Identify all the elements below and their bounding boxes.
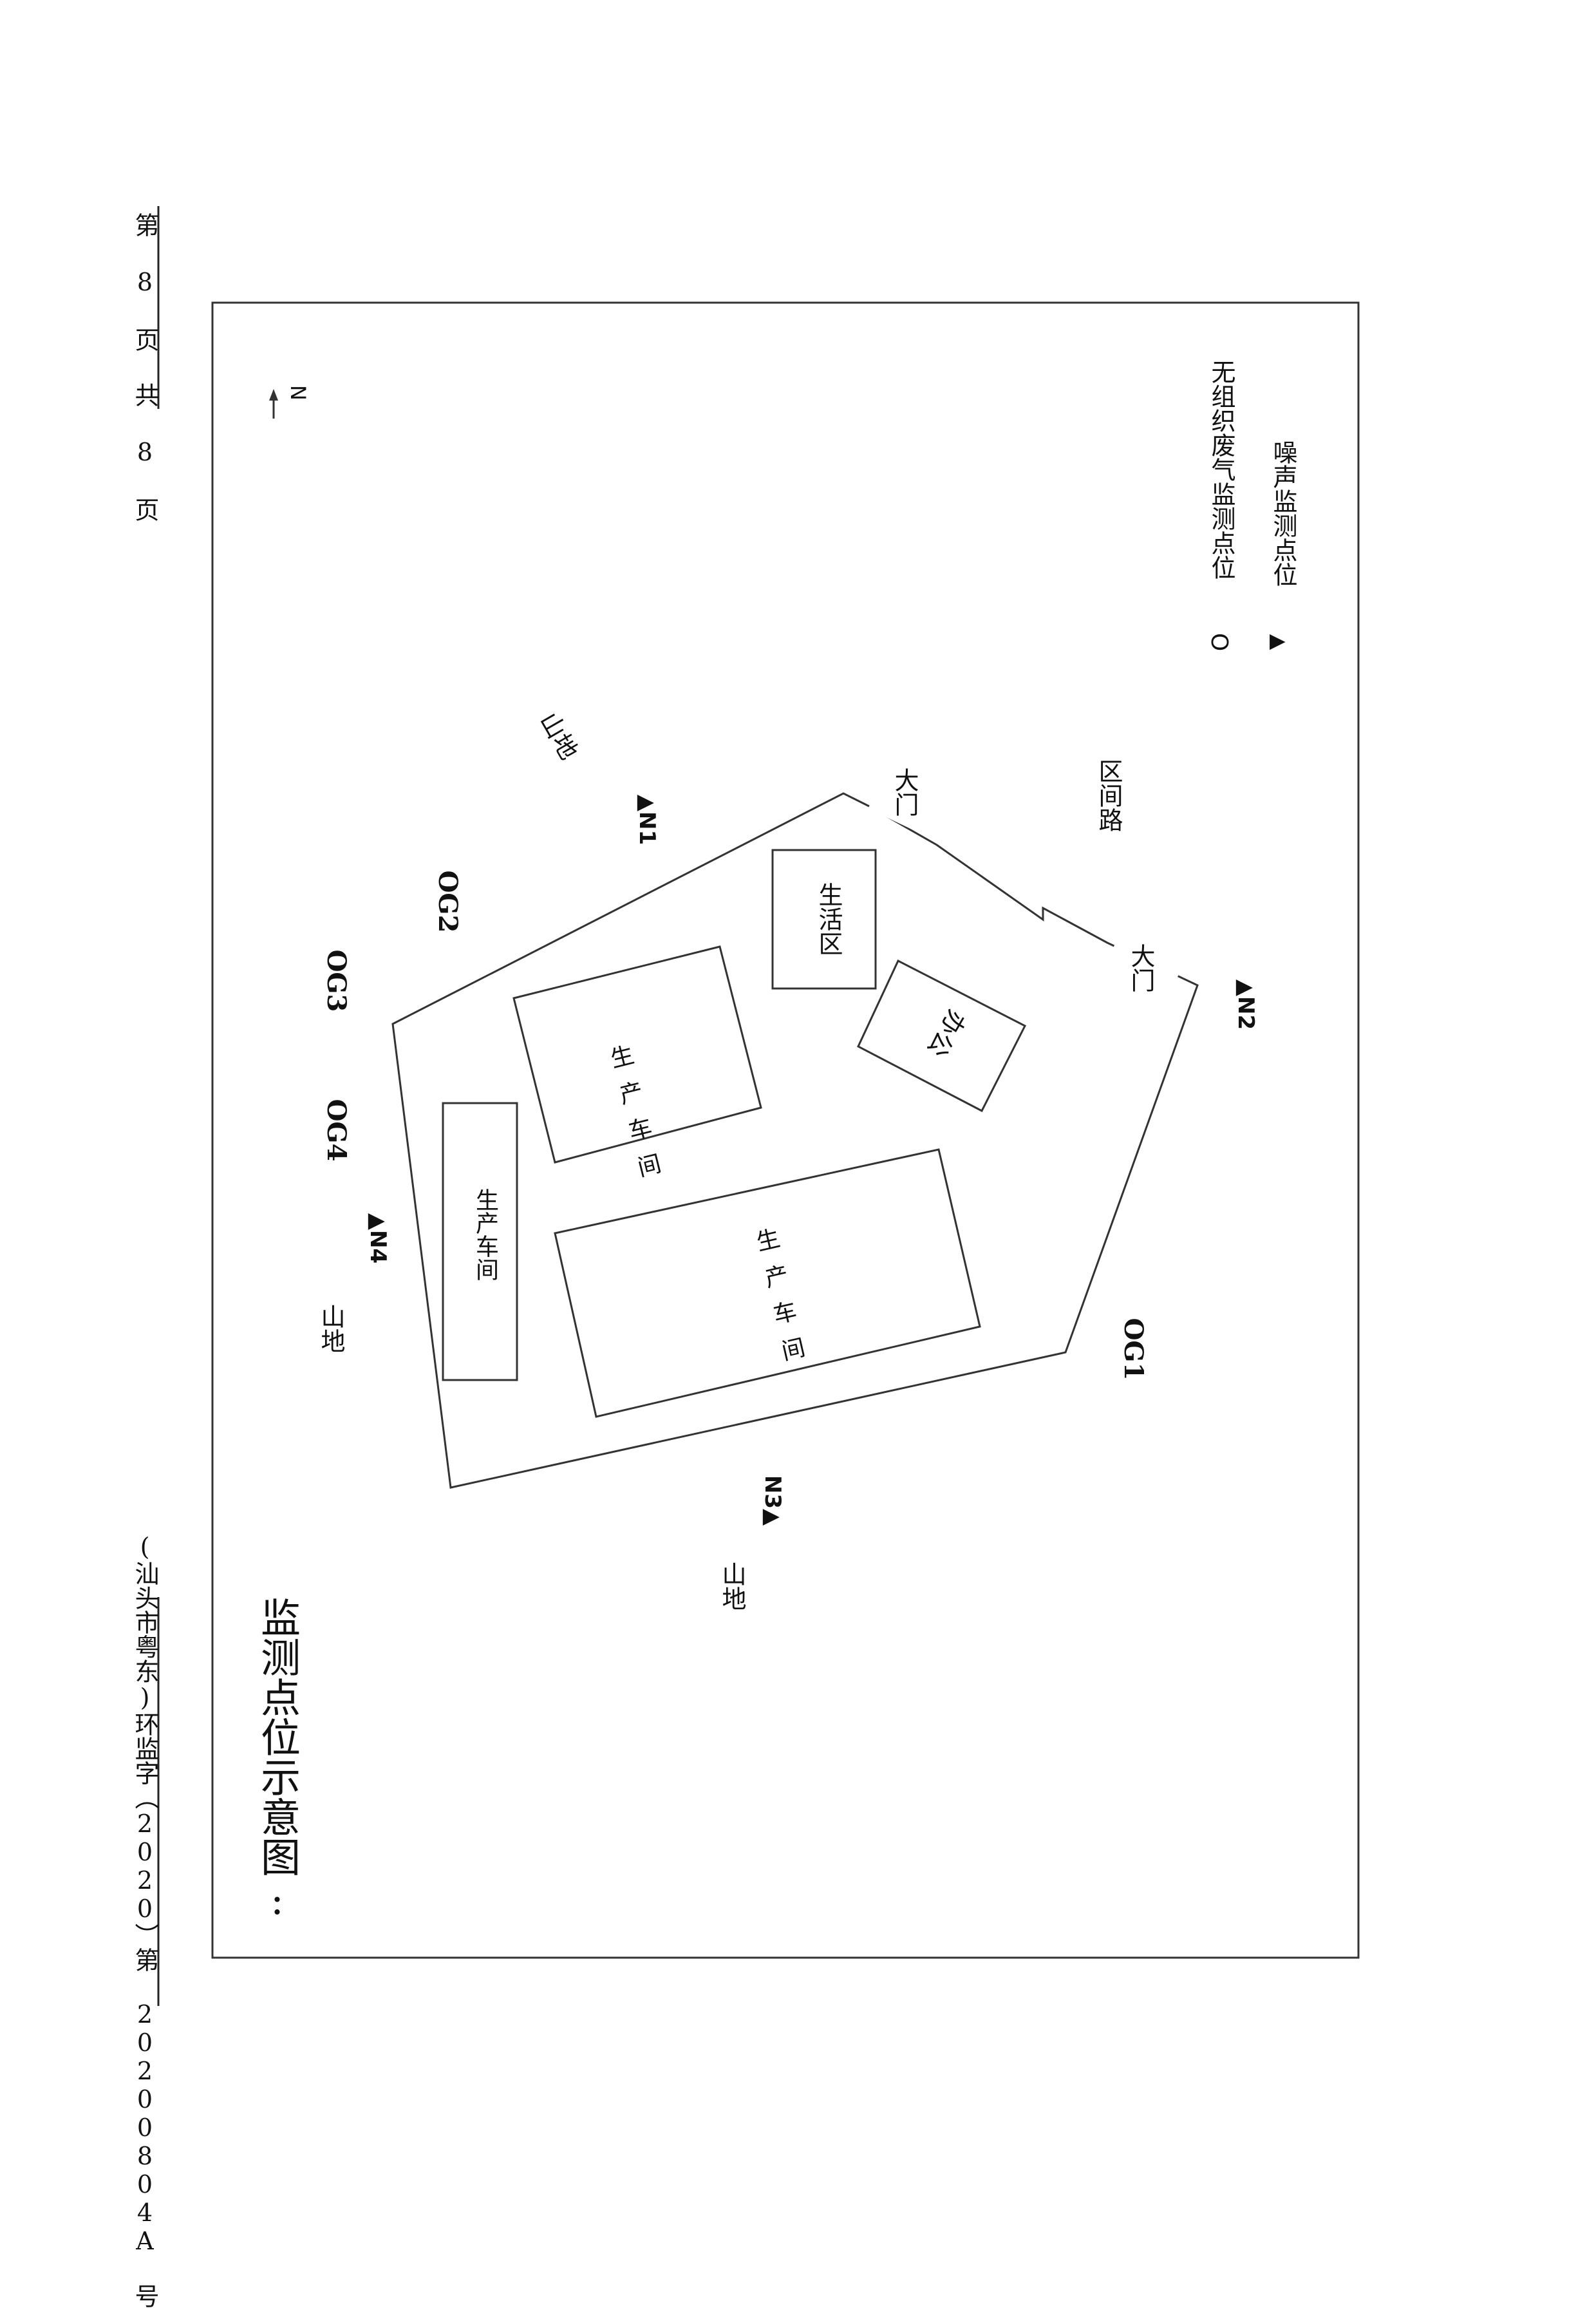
monitoring-site-map xyxy=(157,206,1360,2006)
point-n2: ▲N2 xyxy=(1233,979,1259,1030)
point-og4: OG4 xyxy=(321,1099,352,1162)
diagram-title: 监测点位示意图: xyxy=(254,1597,301,1924)
living-area-label: 生活区 xyxy=(814,882,843,956)
document-page: 第 8 页 共 8 页 (汕头市粤东)环监字（2020）第 20200804A … xyxy=(131,206,1360,2308)
legend-circle-label: 无组织废气监测点位 xyxy=(1207,359,1235,580)
north-label: N xyxy=(286,385,310,401)
mountain-south-label: 山地 xyxy=(718,1562,746,1611)
mountain-west-label: 山地 xyxy=(317,1304,345,1353)
workshop-a-building xyxy=(512,945,762,1164)
diagram-frame xyxy=(211,301,1360,1959)
living-area-building xyxy=(771,849,877,990)
legend-triangle-label: 噪声监测点位 xyxy=(1269,440,1297,587)
office-building xyxy=(857,959,1027,1113)
gate-gap-1 xyxy=(868,804,922,833)
workshop-c-label: 生产车间 xyxy=(472,1188,498,1281)
legend-triangle-symbol: ▲ xyxy=(1267,634,1291,650)
page-number: 第 8 页 共 8 页 xyxy=(131,213,159,523)
point-n1: ▲N1 xyxy=(634,794,660,846)
report-number: (汕头市粤东)环监字（2020）第 20200804A 号 xyxy=(131,1533,159,2308)
site-boundary xyxy=(391,792,1199,1489)
gate-1-label: 大门 xyxy=(890,768,919,817)
point-og3: OG3 xyxy=(321,949,352,1012)
north-arrow-icon xyxy=(269,389,278,401)
gate-2-label: 大门 xyxy=(1127,943,1155,992)
road-label: 区间路 xyxy=(1094,759,1123,832)
point-n4: ▲N4 xyxy=(365,1213,391,1264)
workshop-b-building xyxy=(554,1148,981,1418)
legend-circle-symbol: O xyxy=(1206,632,1232,652)
point-og1: OG1 xyxy=(1118,1318,1149,1381)
point-og2: OG2 xyxy=(433,870,463,933)
workshop-c-building xyxy=(442,1102,518,1381)
point-n3: N3▲ xyxy=(760,1475,785,1526)
gate-gap-2 xyxy=(1113,944,1179,978)
